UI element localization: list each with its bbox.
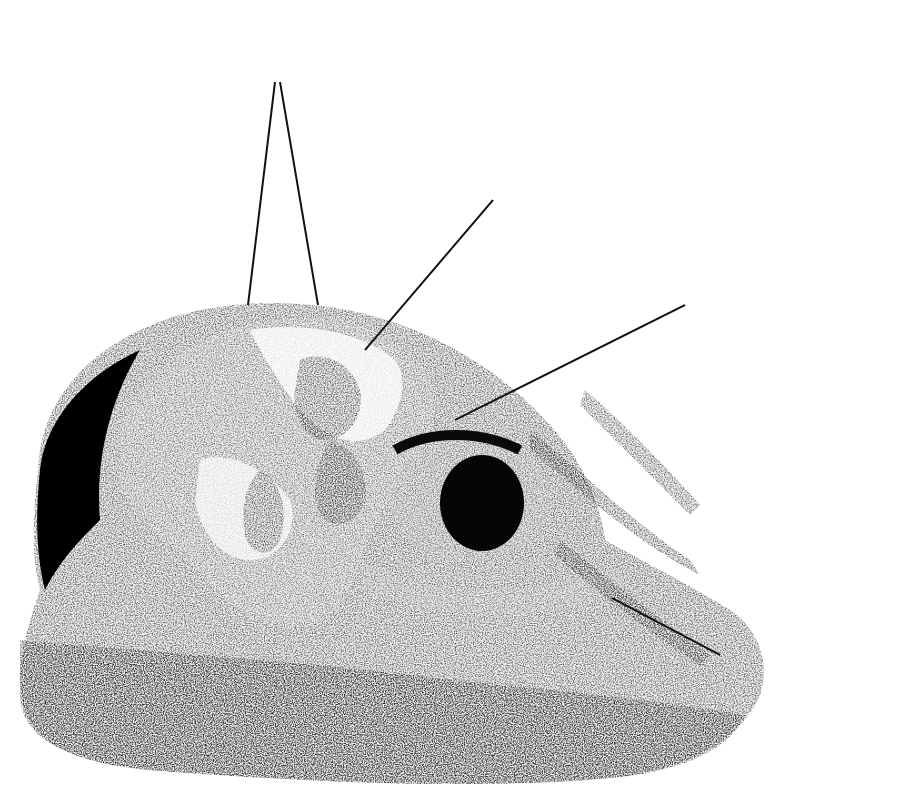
- leader-line-top-left: [248, 82, 275, 305]
- leader-line-top-right: [280, 82, 318, 305]
- leader-line-upper-middle: [365, 200, 493, 350]
- leader-line-right: [455, 305, 685, 420]
